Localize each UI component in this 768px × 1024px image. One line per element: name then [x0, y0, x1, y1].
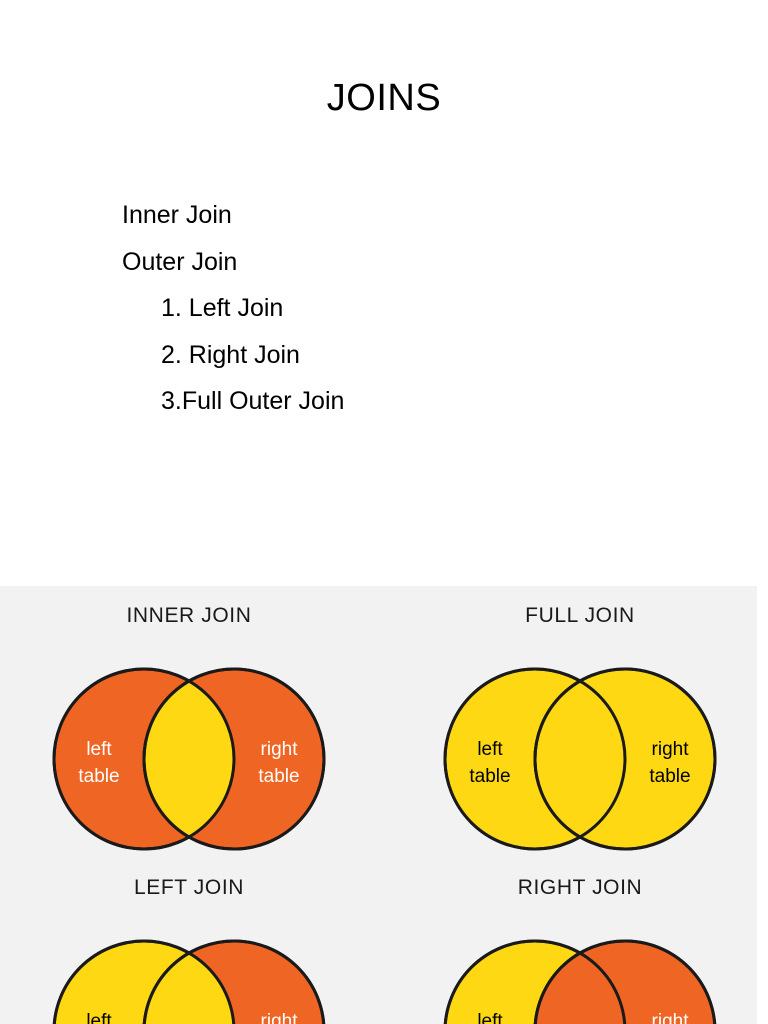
venn-left-circle-outline: [52, 667, 236, 851]
list-item: Inner Join: [122, 201, 232, 229]
venn-right-label-line1: right: [261, 739, 299, 760]
venn-right-label-line2: table: [258, 766, 299, 787]
venn-right-circle-outline: [142, 667, 326, 851]
venn-heading-left-join: LEFT JOIN: [133, 876, 245, 899]
venn-left-label-line2: table: [469, 766, 510, 787]
venn-left-label-line1: left: [477, 739, 503, 760]
venn-svg-left-join: left table right table: [52, 939, 326, 1024]
venn-right-label-line1: right: [652, 739, 690, 760]
venn-right-label-line2: table: [649, 766, 690, 787]
list-item: 2. Right Join: [161, 340, 300, 369]
joins-list: Inner Join Outer Join 1. Left Join 2. Ri…: [122, 192, 642, 425]
venn-left-circle-outline: [443, 667, 627, 851]
venn-right-circle-outline: [142, 939, 326, 1024]
venn-svg-full-join: left table right table: [443, 667, 717, 851]
venn-diagram-full-join: FULL JOIN left table right table: [402, 604, 757, 876]
venn-left-label-line2: table: [78, 766, 119, 787]
venn-diagram-panel: INNER JOIN left table right table FULL J…: [0, 586, 757, 1024]
venn-heading-full-join: FULL JOIN: [525, 604, 635, 627]
venn-diagram-left-join: LEFT JOIN left table right table: [11, 876, 367, 1024]
venn-heading-right-join: RIGHT JOIN: [517, 876, 643, 899]
venn-right-circle-outline: [533, 667, 717, 851]
venn-diagram-inner-join: INNER JOIN left table right table: [11, 604, 367, 876]
venn-overlap-region: [142, 941, 234, 1024]
venn-right-circle-outline: [533, 939, 717, 1024]
venn-right-label-line1: right: [261, 1011, 299, 1024]
page-title: JOINS: [326, 77, 442, 119]
venn-left-circle-outline: [52, 939, 236, 1024]
venn-heading-inner-join: INNER JOIN: [126, 604, 252, 627]
venn-left-circle-outline: [443, 939, 627, 1024]
venn-overlap-region: [533, 941, 625, 1024]
venn-right-label-line1: right: [652, 1011, 690, 1024]
venn-svg-right-join: left table right table: [443, 939, 717, 1024]
venn-left-label-line1: left: [477, 1011, 503, 1024]
list-item: 3.Full Outer Join: [161, 387, 345, 415]
venn-left-label-line1: left: [86, 739, 112, 760]
list-item: Outer Join: [122, 247, 238, 276]
venn-svg-inner-join: left table right table: [52, 667, 326, 851]
slide-upper-text-area: JOINS Inner Join Outer Join 1. Left Join…: [122, 77, 642, 425]
list-item: 1. Left Join: [161, 294, 284, 322]
venn-left-label-line1: left: [86, 1011, 112, 1024]
venn-diagram-right-join: RIGHT JOIN left table right table: [402, 876, 757, 1024]
